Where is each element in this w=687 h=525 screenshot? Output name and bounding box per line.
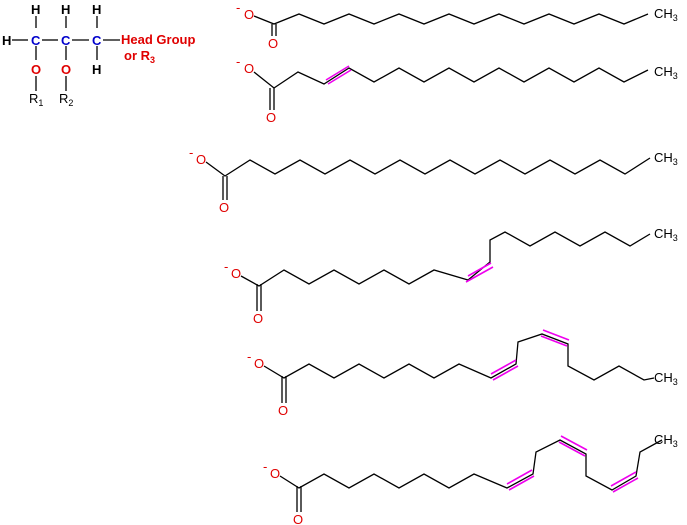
double-bond (492, 365, 519, 381)
fatty-acid-3: - O O CH3 (189, 145, 678, 215)
hydrogen-atom: H (92, 62, 101, 77)
carboxylate-oxygen: O (196, 152, 206, 167)
carbonyl-oxygen: O (268, 36, 278, 51)
hydrocarbon-chain (279, 439, 663, 491)
oxygen-atom: O (61, 62, 71, 77)
double-bond (490, 359, 517, 375)
carbonyl-oxygen: O (278, 403, 288, 418)
carbonyl-oxygen: O (266, 110, 276, 125)
double-bond (540, 335, 568, 347)
carbon-atom: C (31, 33, 41, 48)
anion-charge: - (236, 0, 240, 15)
double-bond (465, 266, 494, 283)
methyl-group: CH3 (654, 150, 678, 167)
fatty-acid-2: - O O CH3 (236, 54, 678, 125)
head-group-label: Head Group (121, 32, 195, 47)
hydrocarbon-chain (263, 333, 655, 381)
carbon-atom: C (92, 33, 102, 48)
anion-charge: - (224, 259, 228, 274)
glycerol-backbone: H H H H C C C H O O R1 R2 Head Group or … (2, 2, 195, 108)
r2-label: R2 (59, 91, 73, 108)
carbon-atom: C (61, 33, 71, 48)
oxygen-atom: O (31, 62, 41, 77)
glycerol-bonds (12, 16, 120, 91)
carbonyl-oxygen: O (219, 200, 229, 215)
hydrocarbon-chain (253, 13, 649, 25)
anion-charge: - (247, 349, 251, 364)
hydrogen-atom: H (61, 2, 70, 17)
fatty-acid-1: - O O CH3 (236, 0, 678, 51)
hydrogen-atom: H (92, 2, 101, 17)
methyl-group: CH3 (654, 64, 678, 81)
fatty-acid-5: - O O CH3 (247, 329, 678, 418)
hydrogen-atom: H (31, 2, 40, 17)
carboxylate-oxygen: O (231, 266, 241, 281)
anion-charge: - (263, 459, 267, 474)
double-bond (506, 469, 533, 485)
methyl-group: CH3 (654, 226, 678, 243)
double-bond (325, 65, 350, 81)
methyl-group: CH3 (654, 432, 678, 449)
carboxylate-oxygen: O (254, 356, 264, 371)
double-bond (508, 475, 535, 491)
hydrogen-atom: H (2, 33, 11, 48)
r3-label: or R3 (124, 48, 155, 65)
hydrocarbon-chain (253, 67, 649, 89)
hydrocarbon-chain (205, 157, 651, 177)
anion-charge: - (236, 54, 240, 69)
anion-charge: - (189, 145, 193, 160)
double-bond (542, 329, 570, 341)
hydrocarbon-chain (240, 231, 651, 287)
double-bond (560, 435, 588, 451)
fatty-acid-4: - O O CH3 (224, 226, 678, 326)
fatty-acid-6: - O O CH3 (263, 432, 678, 525)
double-bond (558, 441, 586, 457)
methyl-group: CH3 (654, 6, 678, 23)
double-bond (612, 477, 639, 493)
methyl-group: CH3 (654, 370, 678, 387)
double-bond (327, 69, 352, 85)
r1-label: R1 (29, 91, 43, 108)
carbonyl-oxygen: O (293, 512, 303, 525)
carboxylate-oxygen: O (244, 7, 254, 22)
carboxylate-oxygen: O (244, 61, 254, 76)
double-bond (610, 471, 637, 487)
carboxylate-oxygen: O (270, 466, 280, 481)
double-bond (467, 262, 492, 277)
carbonyl-oxygen: O (253, 311, 263, 326)
